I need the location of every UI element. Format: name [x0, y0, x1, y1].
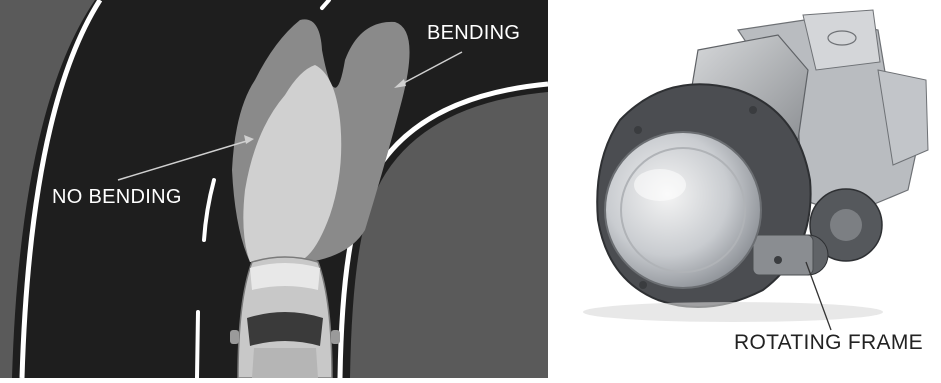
no-bending-label: NO BENDING	[52, 186, 182, 209]
road-diagram: BENDING NO BENDING	[0, 0, 548, 378]
headlamp-module-graphic	[548, 0, 941, 378]
bending-label: BENDING	[427, 22, 520, 45]
projector-lens	[605, 132, 761, 288]
headlamp-module-figure: ROTATING FRAME	[548, 0, 941, 378]
rotating-frame-label: ROTATING FRAME	[734, 331, 923, 355]
